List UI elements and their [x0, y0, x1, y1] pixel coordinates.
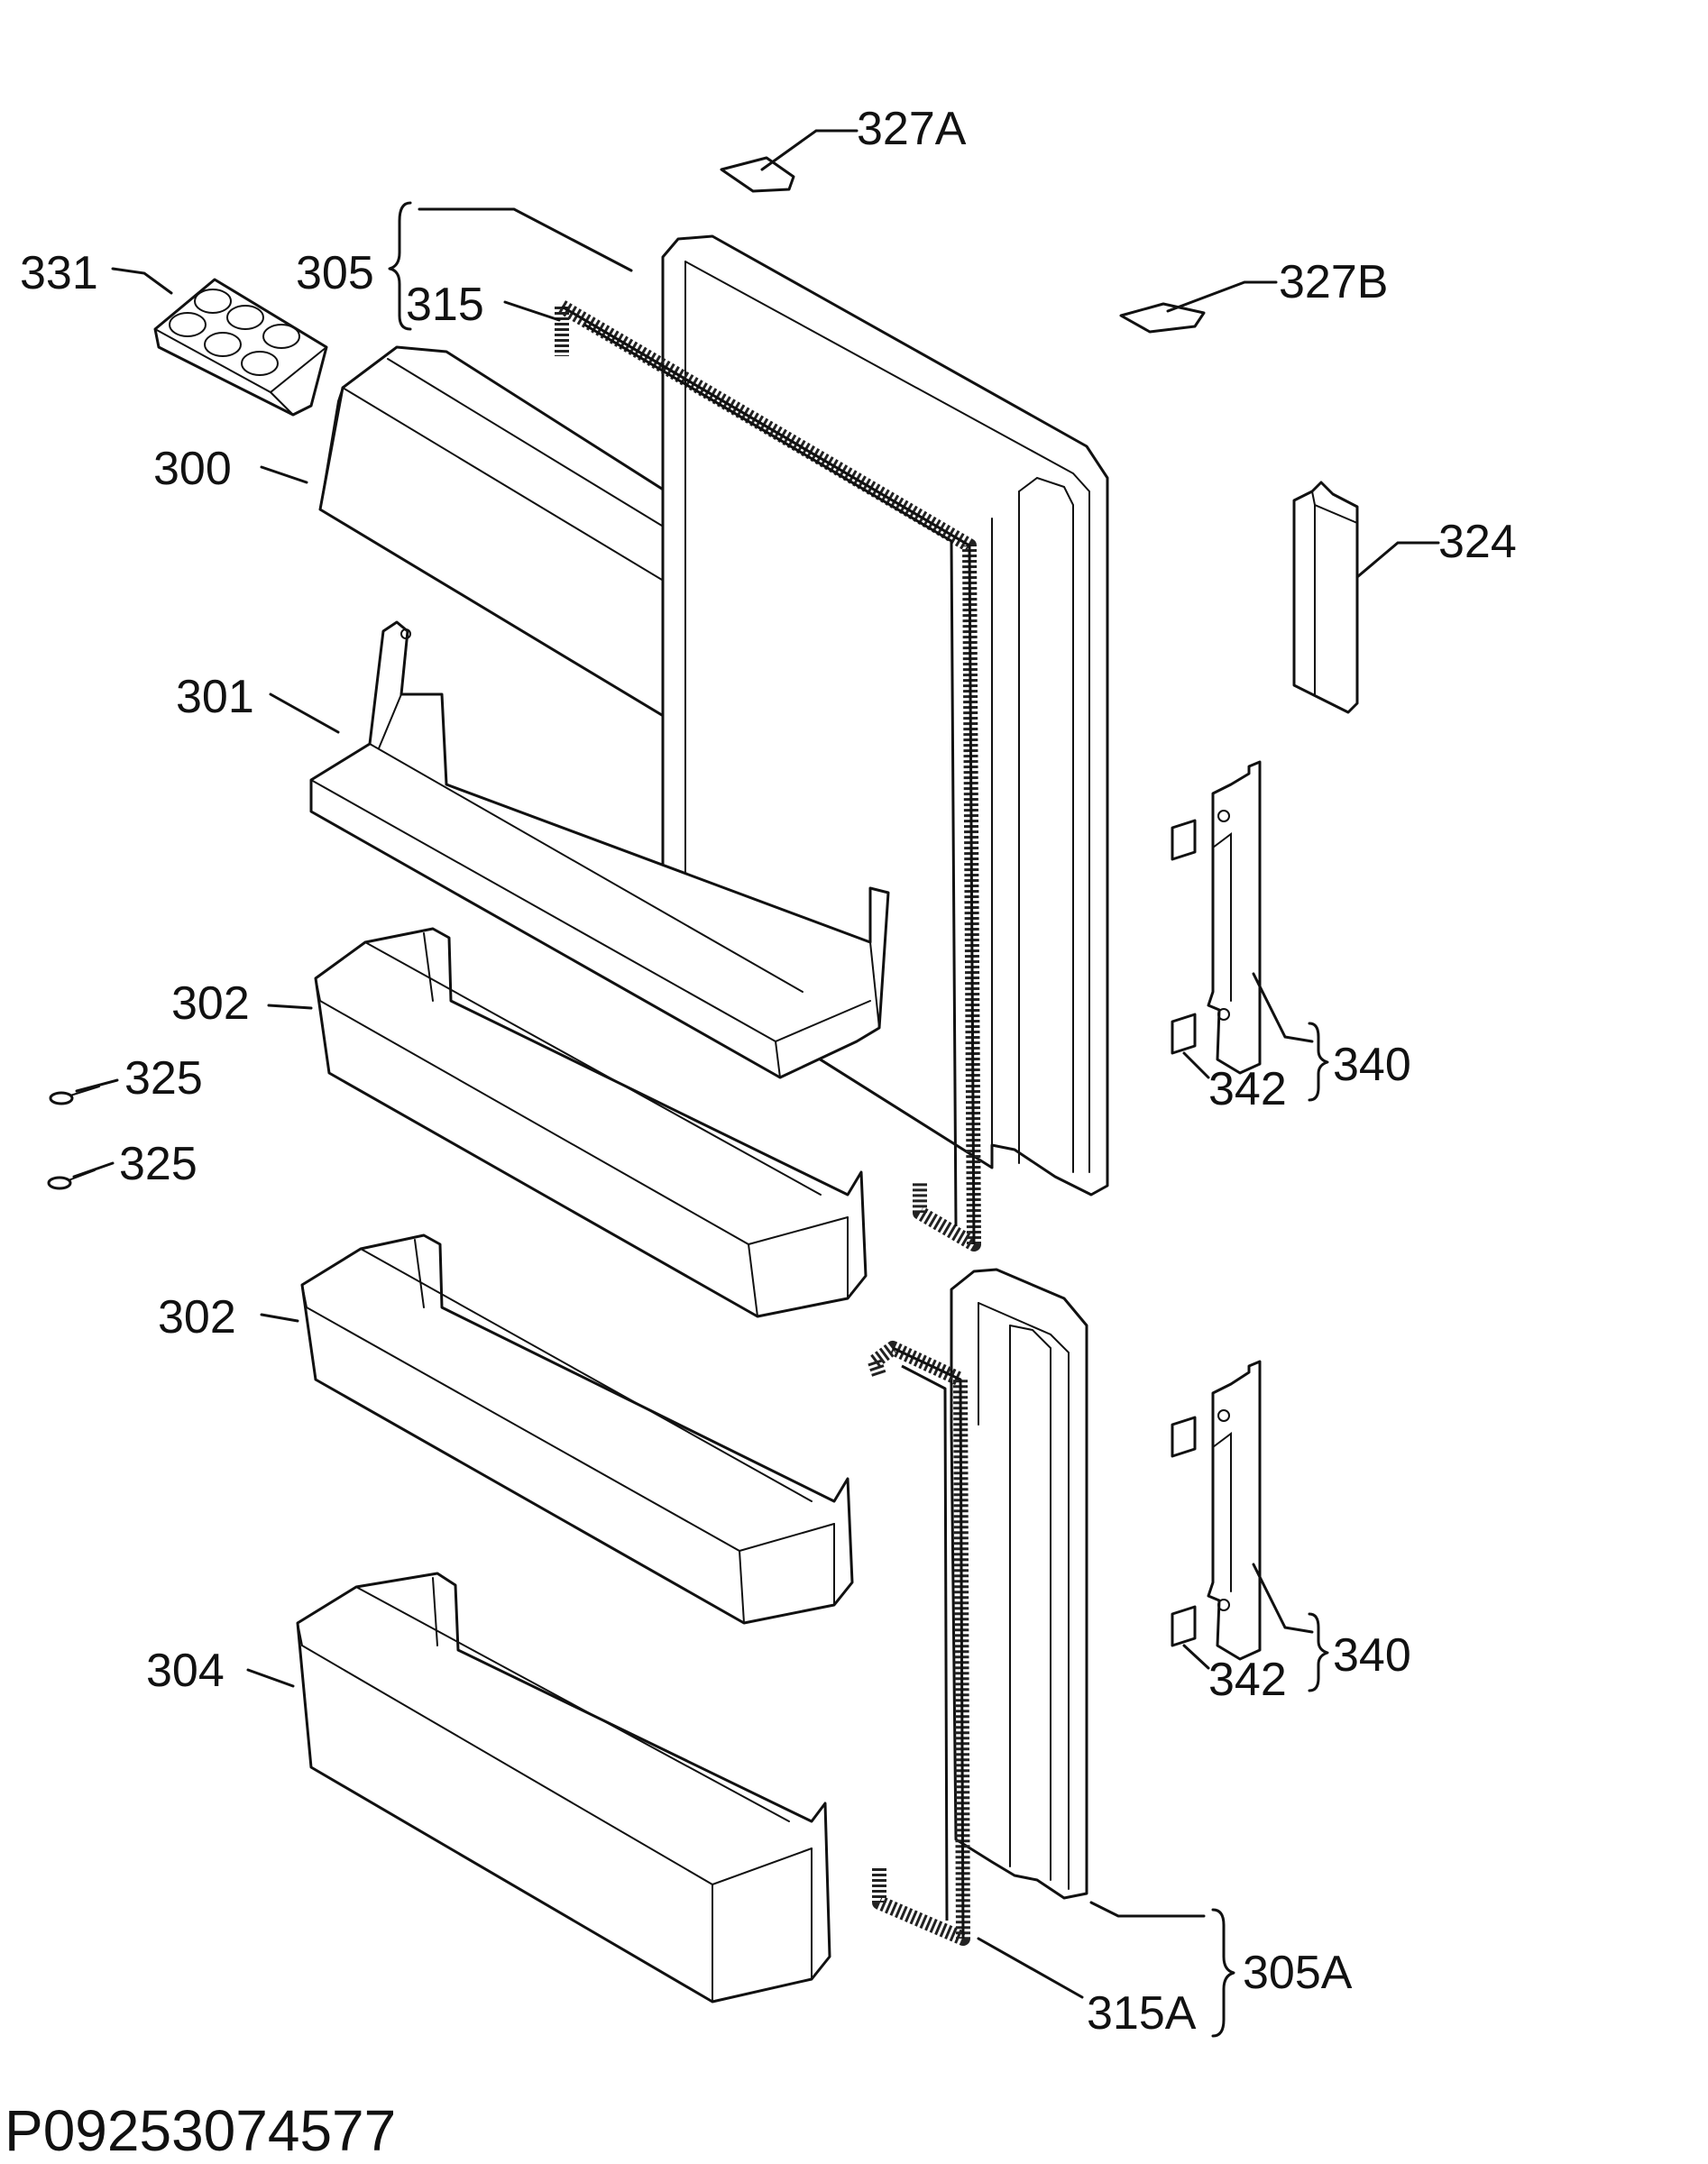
part-331-egg-tray	[153, 278, 328, 417]
leader-331	[111, 267, 173, 295]
label-302-upper: 302	[171, 977, 250, 1030]
label-315: 315	[406, 279, 484, 331]
leader-340a	[1252, 972, 1314, 1043]
part-327a-hinge-cover	[720, 156, 795, 193]
part-302-upper-door-shelf	[314, 927, 868, 1318]
label-327b: 327B	[1279, 256, 1388, 308]
part-305-upper-door	[661, 234, 1109, 1197]
label-340-lower: 340	[1333, 1629, 1411, 1682]
leader-302a	[267, 1004, 313, 1010]
leader-342a	[1182, 1051, 1210, 1079]
label-342-upper: 342	[1208, 1063, 1287, 1115]
leader-340b	[1252, 1563, 1314, 1634]
drawing-code: P09253074577	[5, 2098, 396, 2163]
label-327a: 327A	[857, 103, 967, 155]
part-324-cover-panel	[1292, 481, 1359, 714]
label-342-lower: 342	[1208, 1654, 1287, 1706]
leader-305a	[1089, 1901, 1206, 1918]
part-340-lower-hinge	[1171, 1360, 1262, 1661]
part-315a-lower-door-gasket	[868, 1341, 970, 1946]
leader-325b	[72, 1161, 115, 1178]
leader-302b	[260, 1313, 299, 1323]
label-324: 324	[1438, 516, 1517, 568]
part-327b-hinge-cover	[1119, 302, 1206, 334]
leader-327b	[1166, 280, 1278, 313]
leader-327a	[760, 129, 859, 171]
label-304: 304	[146, 1645, 225, 1697]
brace-340b	[1308, 1612, 1329, 1692]
part-340-upper-hinge	[1171, 760, 1262, 1075]
brace-305-315	[388, 201, 412, 331]
part-315-upper-door-gasket	[555, 300, 981, 1252]
label-305: 305	[296, 247, 374, 299]
part-325-screw-upper	[49, 1086, 100, 1105]
label-340-upper: 340	[1333, 1039, 1411, 1091]
label-325-lower: 325	[119, 1138, 197, 1190]
leader-315	[503, 300, 561, 322]
label-300: 300	[153, 443, 232, 495]
label-302-lower: 302	[158, 1291, 236, 1343]
label-301: 301	[176, 671, 254, 723]
leader-342b	[1182, 1644, 1210, 1670]
leader-324	[1355, 541, 1440, 579]
part-301-door-shelf	[309, 620, 890, 1079]
label-325-upper: 325	[124, 1052, 203, 1105]
leader-325a	[75, 1078, 119, 1093]
part-302-lower-door-shelf	[300, 1233, 854, 1625]
leader-304	[246, 1668, 295, 1688]
label-315a: 315A	[1087, 1987, 1197, 2040]
label-305a: 305A	[1243, 1947, 1353, 1999]
leader-301	[269, 692, 340, 734]
part-304-door-bin	[296, 1572, 831, 2004]
brace-305a-315a	[1211, 1908, 1235, 2038]
part-305a-lower-door	[950, 1268, 1088, 1900]
leader-305	[418, 207, 633, 272]
brace-340a	[1308, 1022, 1329, 1102]
leader-300	[260, 465, 308, 484]
leader-315a	[977, 1937, 1084, 1999]
label-331: 331	[20, 247, 98, 299]
